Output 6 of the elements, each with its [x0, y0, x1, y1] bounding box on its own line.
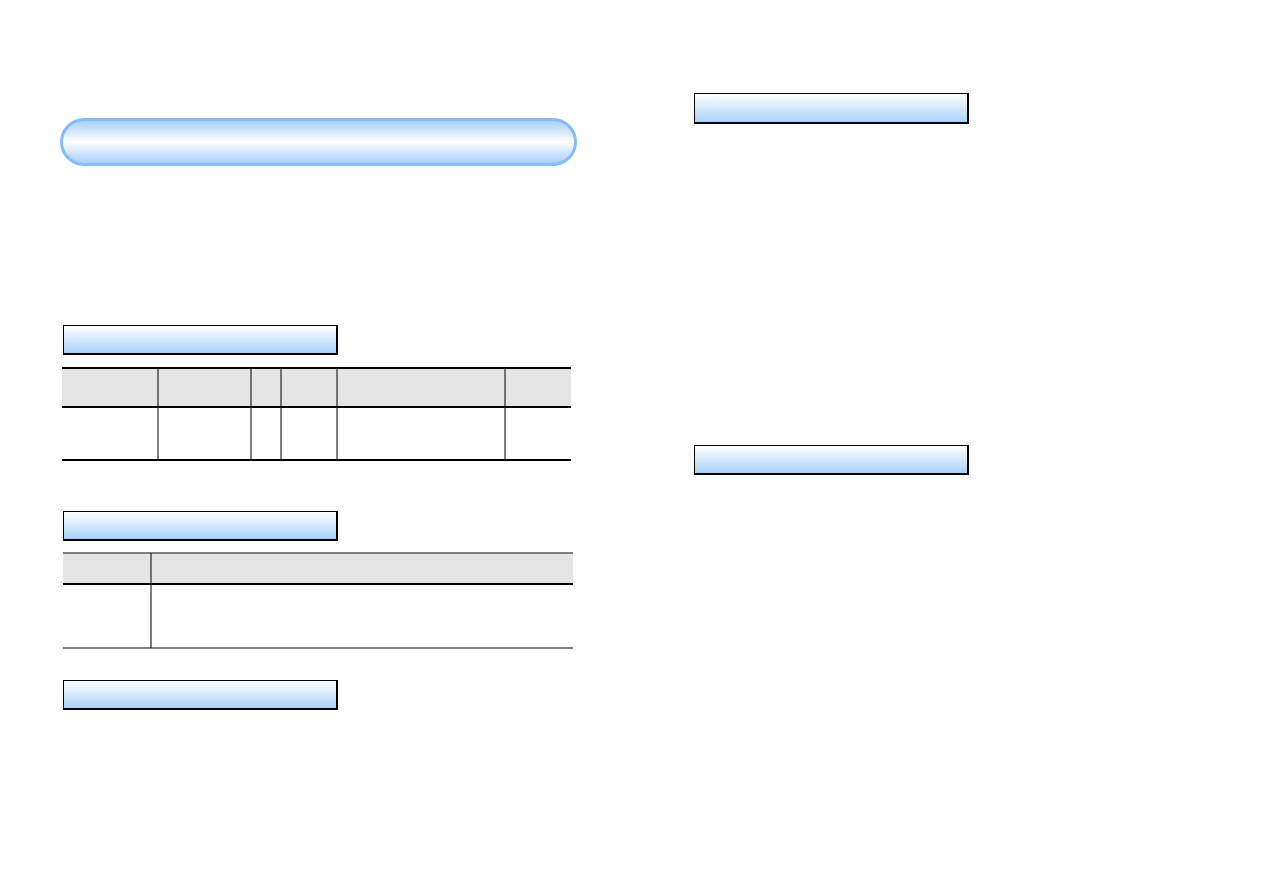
header-box — [63, 325, 338, 355]
header-box — [694, 445, 969, 475]
header-box — [694, 93, 969, 124]
header-box — [63, 680, 338, 710]
header-box — [63, 511, 338, 541]
banner-bar — [60, 118, 577, 166]
